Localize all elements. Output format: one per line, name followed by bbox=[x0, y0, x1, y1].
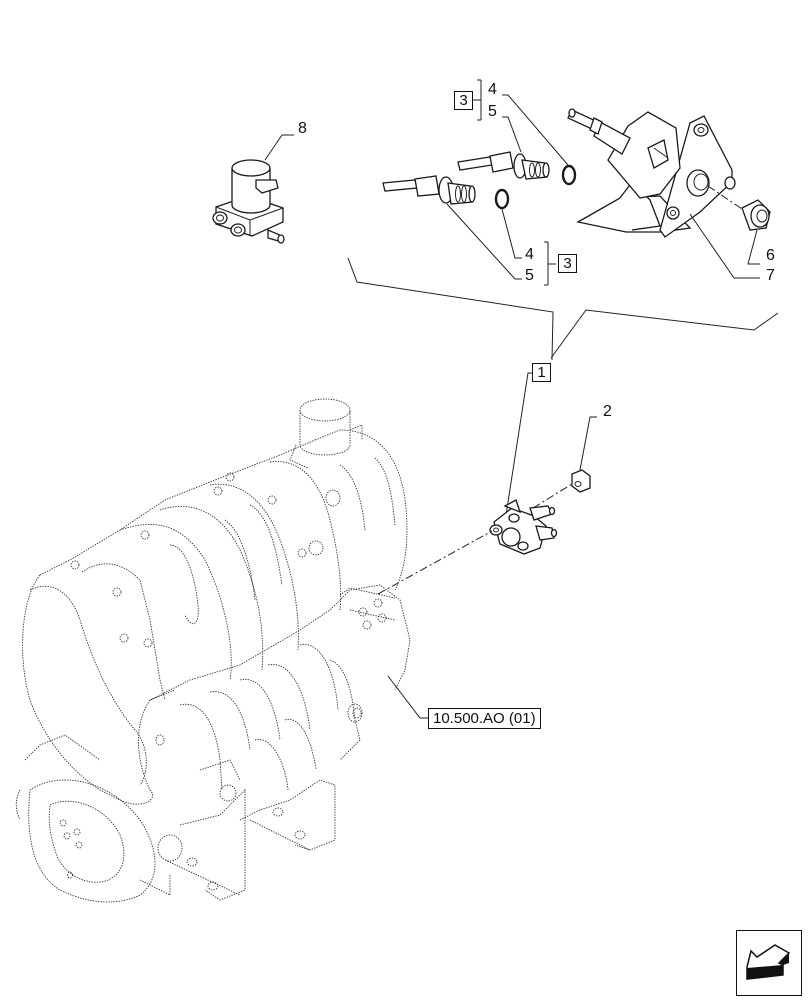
axis-line-doser-lower bbox=[377, 530, 493, 595]
leader-line-reference bbox=[387, 675, 428, 719]
doser-module-part-1[interactable] bbox=[489, 499, 558, 555]
callout-7[interactable]: 7 bbox=[766, 267, 775, 284]
group-line-left bbox=[347, 257, 554, 361]
leader-line-1 bbox=[505, 372, 537, 516]
engine-aftertreatment-assembly[interactable] bbox=[15, 398, 411, 903]
callout-5-lower[interactable]: 5 bbox=[525, 267, 534, 284]
leader-line-5-lower bbox=[446, 203, 522, 280]
leader-line-4-lower bbox=[501, 208, 522, 259]
callout-6[interactable]: 6 bbox=[766, 247, 775, 264]
callout-2[interactable]: 2 bbox=[603, 403, 612, 420]
bracket-3-lower bbox=[544, 241, 556, 286]
callout-4-upper[interactable]: 4 bbox=[488, 81, 497, 98]
callout-8[interactable]: 8 bbox=[298, 120, 307, 137]
leader-line-4-upper bbox=[502, 94, 569, 166]
leader-line-6 bbox=[747, 229, 760, 265]
valve-part-8[interactable] bbox=[212, 159, 285, 244]
reference-link-box[interactable]: 10.500.AO (01) bbox=[428, 708, 541, 729]
o-ring-part-4-upper[interactable] bbox=[561, 164, 577, 186]
o-ring-part-4-lower[interactable] bbox=[494, 188, 510, 210]
callout-5-upper[interactable]: 5 bbox=[488, 103, 497, 120]
leader-line-5-upper bbox=[502, 116, 522, 153]
axis-line-doser-upper bbox=[532, 483, 573, 509]
fitting-part-5-upper[interactable] bbox=[457, 151, 550, 180]
leader-line-8 bbox=[264, 134, 294, 161]
callout-3-upper[interactable]: 3 bbox=[454, 91, 473, 110]
callout-1[interactable]: 1 bbox=[532, 363, 551, 382]
fitting-part-5-lower[interactable] bbox=[382, 175, 476, 205]
group-line-right bbox=[550, 309, 779, 359]
previous-page-arrow-icon bbox=[746, 944, 791, 980]
leader-line-2 bbox=[579, 416, 597, 471]
cap-part-6[interactable] bbox=[741, 199, 771, 231]
bracket-assembly-part-7[interactable] bbox=[567, 108, 736, 238]
callout-3-lower[interactable]: 3 bbox=[558, 254, 577, 273]
leader-line-7 bbox=[689, 213, 760, 279]
callout-4-lower[interactable]: 4 bbox=[525, 246, 534, 263]
nut-part-2[interactable] bbox=[571, 469, 591, 493]
previous-page-button[interactable] bbox=[736, 930, 802, 996]
